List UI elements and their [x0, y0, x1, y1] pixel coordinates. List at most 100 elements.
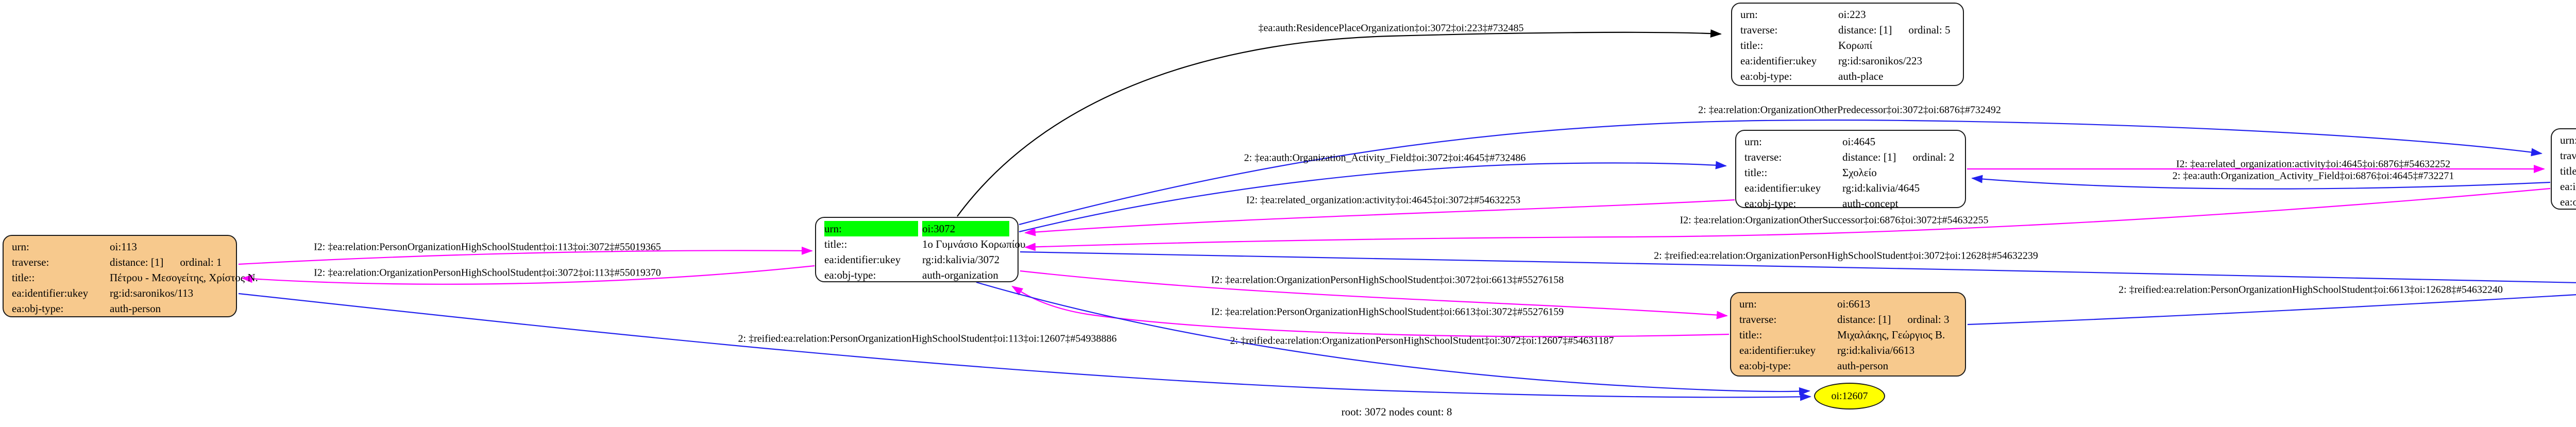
field-label: traverse: [1740, 24, 1778, 36]
node-row: urn: oi:4645 [1736, 134, 1965, 149]
field-label: urn: [1740, 8, 1758, 21]
edge-residenceplace-3072-223 [957, 29, 1722, 217]
node-row: title::Μιχαλάκης, Γεώργιος Β. [1731, 327, 1965, 343]
field-value: 1ο Γυμνάσιο Κορωπίου [922, 238, 1026, 250]
field-label: ea:obj-type: [1739, 360, 1791, 372]
field-label: ea:identifier:ukey [1740, 55, 1817, 67]
field-label: urn: [2560, 134, 2576, 146]
edge-activityfield-3072-4645 [1019, 161, 1727, 233]
field-value: oi:223 [1838, 8, 1866, 21]
field-value2: ordinal: 1 [180, 256, 222, 268]
field-value: distance: [1] [1842, 151, 1896, 163]
edge-label: 2: ‡reified:ea:relation:OrganizationPers… [1230, 335, 1614, 347]
node-row: title::Κορωπί [1732, 38, 1963, 53]
edge-label: I2: ‡ea:related_organization:activity‡oi… [1246, 194, 1521, 206]
field-label: title:: [824, 238, 848, 250]
field-label: title:: [1739, 329, 1762, 341]
node-oi-3072-root[interactable]: urn:oi:3072 title::1ο Γυμνάσιο Κορωπίου … [815, 217, 1025, 283]
field-label: ea:identifier:ukey [1739, 344, 1816, 356]
edge-label: 2: ‡reified:ea:relation:PersonOrganizati… [738, 333, 1117, 345]
node-row: traverse:distance: [1]ordinal: 2 [1736, 149, 1965, 165]
field-label: ea:obj-type: [1740, 70, 1792, 82]
node-row: urn:oi:6876 [2552, 132, 2576, 148]
node-row: ea:obj-type:auth-organization [2552, 194, 2576, 210]
edge-activityfield-6876-4645 [1971, 175, 2551, 190]
edge-label: ‡ea:auth:ResidencePlaceOrganization‡oi:3… [1258, 22, 1524, 34]
edge-label: 2: ‡reified:ea:relation:PersonOrganizati… [2119, 284, 2503, 296]
field-value: distance: [1] [1837, 313, 1891, 326]
node-row: ea:identifier:ukey rg:id:kalivia/6613 [1731, 343, 1965, 358]
field-value: auth-person [110, 302, 161, 315]
field-value: oi:4645 [1842, 135, 1876, 148]
edge-label: 2: ‡ea:auth:Organization_Activity_Field‡… [1244, 152, 1526, 164]
edge-label: I2: ‡ea:relation:OrganizationPersonHighS… [314, 267, 661, 279]
graph-caption: root: 3072 nodes count: 8 [1341, 405, 1452, 418]
edge-personorg-6613-3072 [1011, 285, 1730, 337]
field-value: rg:id:kalivia/6613 [1837, 344, 1915, 356]
field-value: Πέτρου - Μεσογείτης, Χρίστος Ν. [110, 271, 258, 284]
field-label: urn: [1744, 135, 1762, 148]
edge-label: I2: ‡ea:related_organization:activity‡oi… [2176, 158, 2451, 170]
field-value: rg:id:kalivia/3072 [922, 253, 1000, 266]
node-oi-12607[interactable]: oi:12607 [1814, 383, 1885, 409]
field-value: oi:3072 [922, 223, 956, 235]
field-value: rg:id:kalivia/4645 [1842, 182, 1920, 194]
node-oi-6876[interactable]: urn:oi:6876 traverse:distance: [1]ordina… [2551, 128, 2576, 210]
node-oi-113[interactable]: urn: oi:113 traverse: distance: [1] ordinal… [3, 235, 258, 317]
node-row: ea:obj-type: auth-organization [816, 267, 1018, 283]
node-row: ea:obj-type: auth-place [1732, 69, 1963, 84]
field-label: traverse: [12, 256, 49, 268]
edge-othersuccessor-6876-3072 [1024, 187, 2551, 251]
field-label: ea:identifier:ukey [824, 253, 901, 266]
edge-reified-6613-12628 [1967, 294, 2576, 326]
field-value: distance: [1] [1838, 24, 1892, 36]
field-value: auth-place [1838, 70, 1884, 82]
node-row: traverse:distance: [1]ordinal: 3 [1731, 312, 1965, 327]
edge-otherpredecessor-3072-6876 [1019, 119, 2543, 226]
field-value: distance: [1] [110, 256, 164, 268]
field-label: ea:obj-type: [12, 302, 64, 315]
edge-label: I2: ‡ea:relation:OrganizationOtherSucces… [1680, 214, 1989, 226]
edge-relatedactivity-4645-3072 [1024, 199, 1735, 236]
node-row: title::Σχολείο [1736, 165, 1965, 180]
field-label: ea:identifier:ukey [2560, 180, 2576, 193]
edge-orgperson-3072-6613 [1020, 270, 1728, 319]
edge-label: I2: ‡ea:relation:OrganizationPersonHighS… [1211, 274, 1564, 286]
field-value: Μιχαλάκης, Γεώργιος Β. [1837, 329, 1945, 341]
node-oi-4645[interactable]: urn:oi:4645 traverse:distance: [1]ordina… [1735, 130, 1966, 210]
node-row: traverse:distance: [1]ordinal: 4 [2552, 148, 2576, 163]
node-row: traverse: distance: [1] ordinal: 1 [4, 254, 236, 270]
field-label: urn: [12, 241, 29, 253]
field-value: auth-person [1837, 360, 1889, 372]
edge-personorg-113-3072 [238, 246, 813, 265]
node-oi-223[interactable]: urn: oi:223 traverse: distance: [1] ordinal… [1731, 3, 1964, 86]
field-value: oi:6613 [1837, 298, 1871, 310]
field-label: ea:obj-type: [824, 269, 876, 281]
edge-orgperson-3072-113 [241, 265, 815, 285]
node-row: urn: oi:113 [4, 239, 236, 254]
field-value: oi:113 [110, 241, 137, 253]
field-label: ea:obj-type: [1744, 197, 1797, 210]
field-label: title:: [1744, 166, 1768, 179]
field-value2: ordinal: 3 [1907, 313, 1950, 326]
edge-label: I2: ‡ea:relation:PersonOrganizationHighS… [1211, 306, 1564, 318]
node-row: title::Ελληνικό Σχολείο Κορωπίου [2552, 163, 2576, 179]
node-row: ea:obj-type: auth-person [1731, 358, 1965, 373]
field-label: urn: [824, 221, 918, 236]
node-row-highlighted: urn: oi:3072 [816, 221, 1018, 236]
node-row: traverse: distance: [1] ordinal: 5 [1732, 22, 1963, 38]
edge-label: 2: ‡ea:relation:OrganizationOtherPredece… [1698, 104, 2001, 116]
node-row: ea:identifier:ukey rg:id:kalivia/3072 [816, 252, 1018, 267]
field-value: Κορωπί [1838, 39, 1873, 52]
ellipse-label: oi:12607 [1831, 390, 1868, 402]
field-value: auth-organization [922, 269, 998, 281]
field-label: ea:identifier:ukey [1744, 182, 1821, 194]
field-value: Σχολείο [1842, 166, 1877, 179]
field-label: ea:identifier:ukey [12, 287, 89, 299]
field-label: traverse: [1744, 151, 1782, 163]
field-value2: ordinal: 5 [1908, 24, 1951, 36]
node-oi-6613[interactable]: urn:oi:6613 traverse:distance: [1]ordina… [1730, 292, 1966, 377]
field-label: title:: [1740, 39, 1764, 52]
